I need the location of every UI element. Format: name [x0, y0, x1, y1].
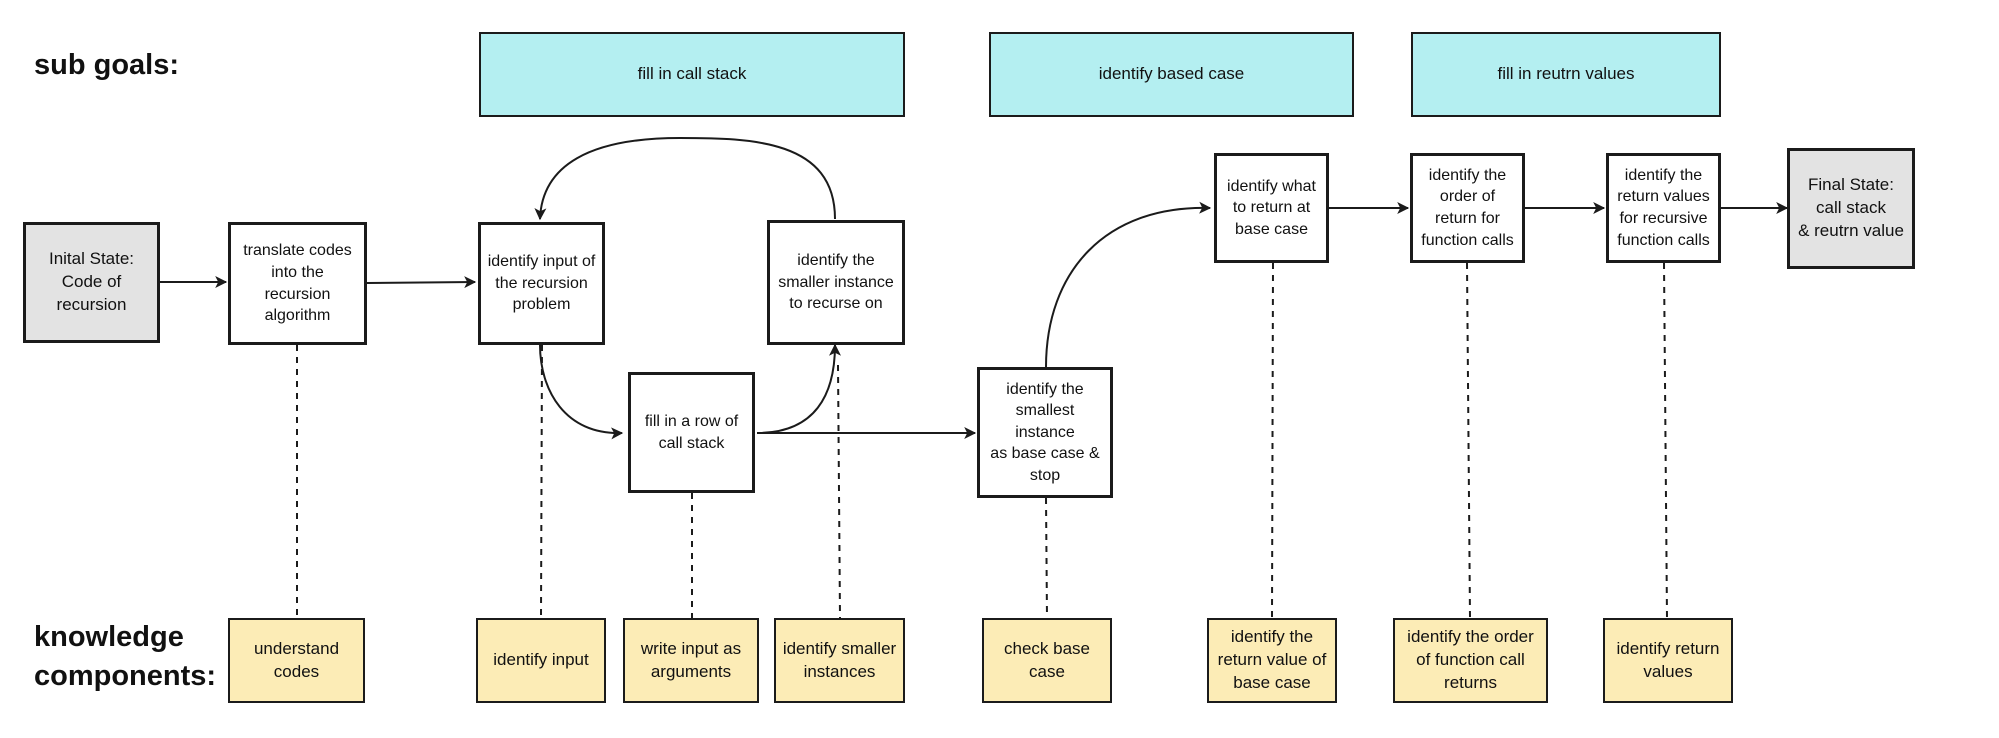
- kc-identify-smaller-instances: identify smaller instances: [774, 618, 905, 703]
- arrow-fill-row-to-smaller-instance: [756, 343, 841, 434]
- dashed-link-return-values: [1663, 262, 1668, 619]
- step-fill-call-stack-row: fill in a row of call stack: [628, 372, 755, 493]
- kc-identify-return-values: identify return values: [1603, 618, 1733, 703]
- step-identify-what-to-return: identify what to return at base case: [1214, 153, 1329, 263]
- step-identify-return-values: identify the return values for recursive…: [1606, 153, 1721, 263]
- sub-goals-heading: sub goals:: [34, 49, 180, 81]
- arrow-smallest-instance-to-what-to-return: [1045, 201, 1212, 368]
- step-identify-return-order: identify the order of return for functio…: [1410, 153, 1525, 263]
- dashed-link-order-returns: [1466, 262, 1471, 619]
- dashed-link-identify-input: [540, 344, 543, 619]
- dashed-link-smaller-instances: [837, 364, 841, 619]
- subgoal-fill-return-values: fill in reutrn values: [1411, 32, 1721, 117]
- initial-state-box: Inital State: Code of recursion: [23, 222, 160, 343]
- step-translate-codes: translate codes into the recursion algor…: [228, 222, 367, 345]
- step-identify-smallest-instance: identify the smallest instance as base c…: [977, 367, 1113, 498]
- dashed-link-return-value-base: [1271, 262, 1274, 619]
- step-identify-input: identify input of the recursion problem: [478, 222, 605, 345]
- knowledge-components-heading-line2: components:: [34, 660, 217, 693]
- kc-write-input-as-arguments: write input as arguments: [623, 618, 759, 703]
- arrow-identify-input-to-fill-row: [539, 344, 624, 440]
- kc-identify-return-value-base-case: identify the return value of base case: [1207, 618, 1337, 703]
- kc-check-base-case: check base case: [982, 618, 1112, 703]
- knowledge-components-heading-line1: knowledge: [34, 621, 184, 653]
- arrow-translate-to-identify-input: [366, 276, 477, 289]
- arrow-smaller-instance-loop-back: [534, 136, 836, 221]
- step-identify-smaller-instance: identify the smaller instance to recurse…: [767, 220, 905, 345]
- kc-identify-input: identify input: [476, 618, 606, 703]
- final-state-box: Final State: call stack & reutrn value: [1787, 148, 1915, 269]
- kc-understand-codes: understand codes: [228, 618, 365, 703]
- dashed-link-check-base-case: [1045, 497, 1048, 619]
- subgoal-fill-call-stack: fill in call stack: [479, 32, 905, 117]
- kc-identify-order-of-returns: identify the order of function call retu…: [1393, 618, 1548, 703]
- knowledge-components-heading: knowledge components:: [34, 618, 216, 696]
- subgoal-identify-base-case: identify based case: [989, 32, 1354, 117]
